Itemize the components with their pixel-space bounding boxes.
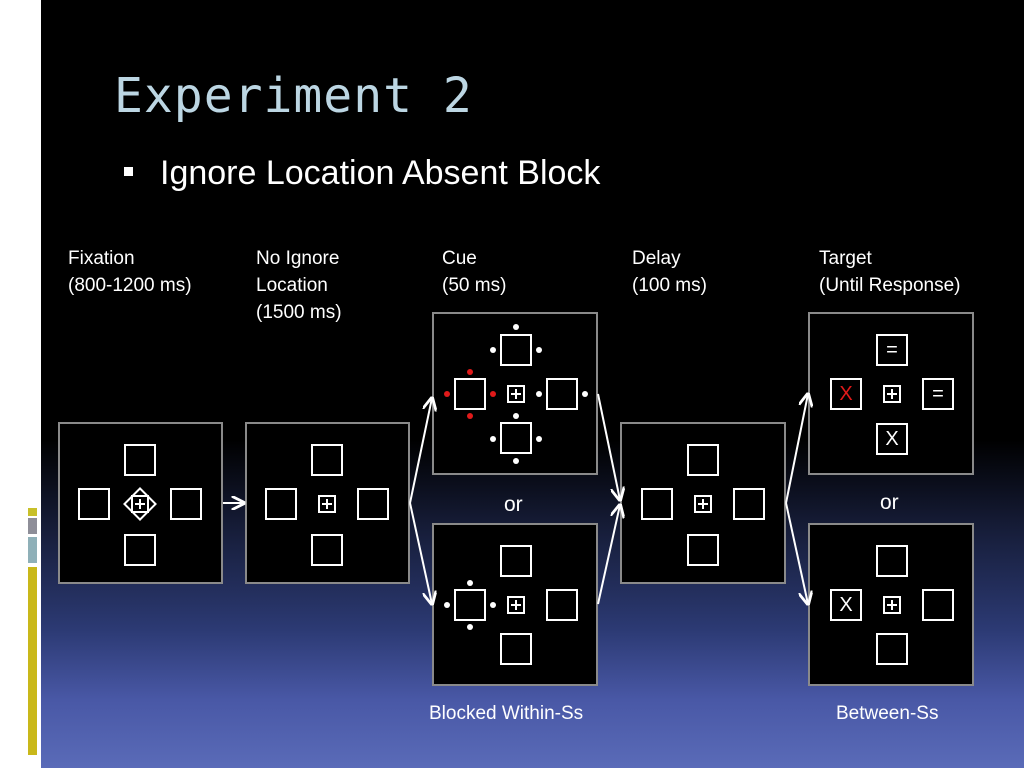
panel-cue-single: [432, 523, 598, 686]
placeholder-box-top: [876, 545, 908, 577]
placeholder-box-left: [265, 488, 297, 520]
target-box-left: X: [830, 589, 862, 621]
accent-bar-olive: [28, 508, 37, 516]
panel-target-all: = X = X: [808, 312, 974, 475]
stage-label-delay: Delay(100 ms): [632, 248, 707, 296]
panel-no-ignore: [245, 422, 410, 584]
cue-dot-red: [490, 391, 496, 397]
placeholder-box-right: [733, 488, 765, 520]
target-box-left: X: [830, 378, 862, 410]
placeholder-box-right: [170, 488, 202, 520]
fixation-cross-icon: [131, 495, 149, 513]
cue-dot-red: [467, 413, 473, 419]
cue-dot: [536, 436, 542, 442]
fixation-cross-icon: [507, 596, 525, 614]
placeholder-box-bottom: [311, 534, 343, 566]
placeholder-box-bottom: [124, 534, 156, 566]
cue-dot: [536, 347, 542, 353]
target-box-top: =: [876, 334, 908, 366]
fixation-cross-icon: [883, 596, 901, 614]
panel-cue-all: [432, 312, 598, 475]
placeholder-box-bottom: [500, 422, 532, 454]
cue-dot-red: [444, 391, 450, 397]
slide-title: Experiment 2: [114, 68, 473, 124]
accent-bar-yellow: [28, 567, 37, 755]
left-margin: [0, 0, 41, 768]
fixation-cross-icon: [883, 385, 901, 403]
cue-dot: [444, 602, 450, 608]
accent-bar-gray: [28, 518, 37, 534]
placeholder-box-bottom: [687, 534, 719, 566]
placeholder-box-right: [546, 589, 578, 621]
cue-dot: [467, 624, 473, 630]
placeholder-box-right: [922, 589, 954, 621]
cue-dot: [490, 347, 496, 353]
or-label-cue: or: [504, 493, 523, 516]
placeholder-box-right: [357, 488, 389, 520]
footer-between-ss: Between-Ss: [836, 703, 939, 724]
placeholder-box-top: [311, 444, 343, 476]
stage-label-target: Target(Until Response): [819, 248, 961, 296]
placeholder-box-bottom: [500, 633, 532, 665]
placeholder-box-left: [641, 488, 673, 520]
fixation-cross-icon: [318, 495, 336, 513]
cue-dot: [582, 391, 588, 397]
cue-dot: [513, 458, 519, 464]
cue-dot: [513, 413, 519, 419]
stage-label-cue: Cue(50 ms): [442, 248, 507, 296]
cue-dot: [536, 391, 542, 397]
accent-bar-teal: [28, 537, 37, 563]
fixation-cross-icon: [694, 495, 712, 513]
panel-delay: [620, 422, 786, 584]
target-box-right: =: [922, 378, 954, 410]
footer-within-ss: Blocked Within-Ss: [429, 703, 584, 724]
placeholder-box-top: [687, 444, 719, 476]
placeholder-box-bottom: [876, 633, 908, 665]
cue-dot: [490, 602, 496, 608]
panel-fixation: [58, 422, 223, 584]
panel-target-single: X: [808, 523, 974, 686]
cue-dot-red: [467, 369, 473, 375]
placeholder-box-left: [454, 378, 486, 410]
placeholder-box-left: [78, 488, 110, 520]
bullet-square-icon: [124, 167, 133, 176]
placeholder-box-left: [454, 589, 486, 621]
cue-dot: [490, 436, 496, 442]
fixation-cross-icon: [507, 385, 525, 403]
placeholder-box-right: [546, 378, 578, 410]
or-label-target: or: [880, 491, 899, 514]
placeholder-box-top: [500, 545, 532, 577]
target-box-bottom: X: [876, 423, 908, 455]
cue-dot: [513, 324, 519, 330]
placeholder-box-top: [500, 334, 532, 366]
bullet-text: Ignore Location Absent Block: [160, 154, 601, 192]
stage-label-fixation: Fixation(800-1200 ms): [68, 248, 192, 296]
cue-dot: [467, 580, 473, 586]
placeholder-box-top: [124, 444, 156, 476]
